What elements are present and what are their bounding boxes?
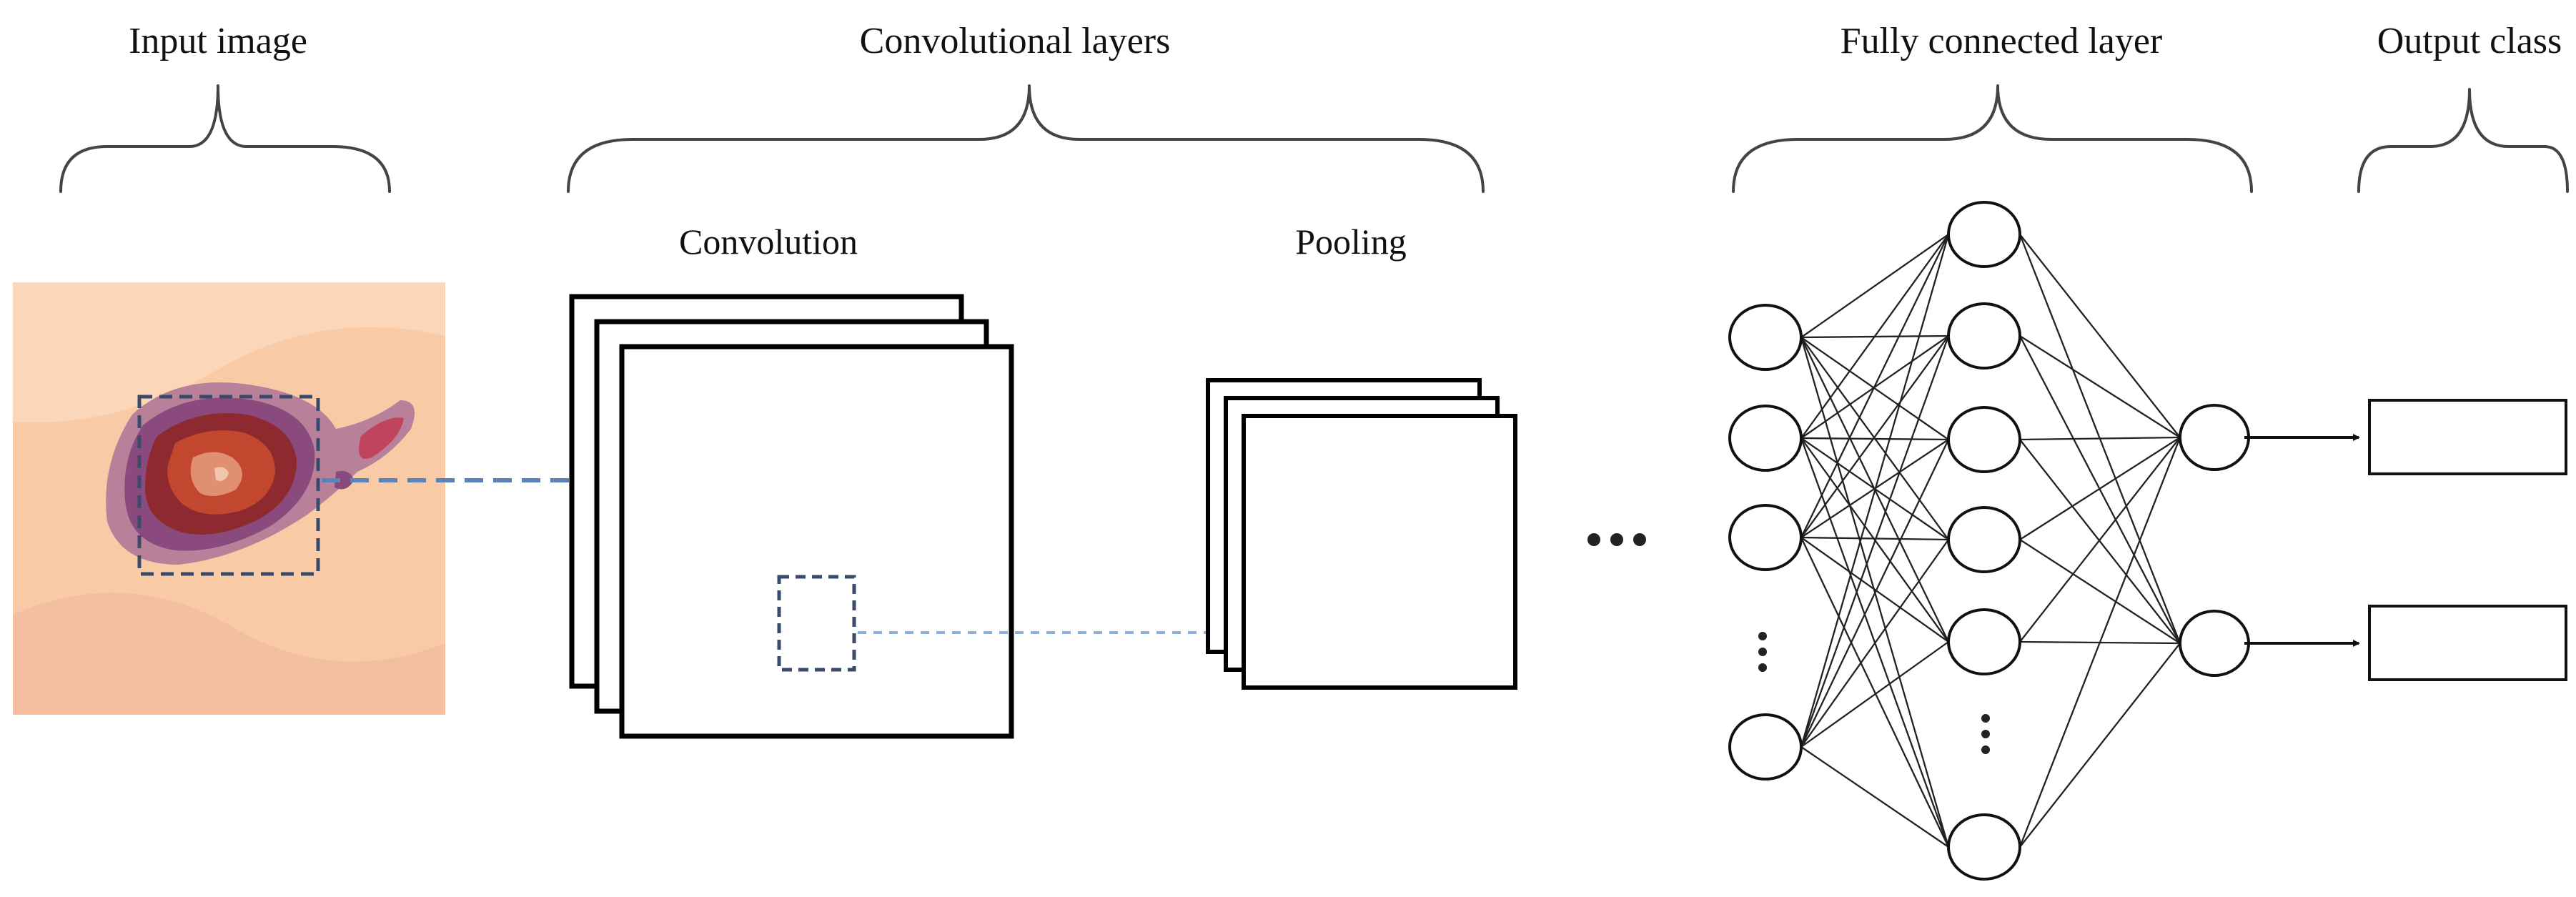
input-neuron bbox=[1728, 504, 1803, 571]
skin-shadow bbox=[13, 593, 445, 715]
network-connection bbox=[1800, 539, 1949, 748]
pooled-map bbox=[1242, 414, 1517, 690]
network-connection bbox=[1800, 536, 1949, 541]
output-class-box bbox=[2368, 605, 2567, 681]
network-connection bbox=[2019, 436, 2181, 441]
input-neuron bbox=[1728, 304, 1803, 371]
network-connection bbox=[1800, 234, 1949, 439]
fully-connected-layer-label: Fully connected layer bbox=[1841, 21, 2163, 61]
network-connection bbox=[1800, 437, 1949, 441]
network-connections bbox=[1800, 234, 2181, 848]
hidden-neuron bbox=[1947, 813, 2021, 881]
feature-map bbox=[619, 344, 1014, 739]
network-connection bbox=[1800, 234, 1950, 538]
pooling-label: Pooling bbox=[1295, 222, 1407, 262]
output-class-2 bbox=[2244, 605, 2567, 681]
network-connection bbox=[2019, 437, 2181, 540]
hidden-neuron bbox=[1947, 302, 2021, 370]
network-nodes bbox=[1728, 201, 2250, 881]
pooling-feature-maps bbox=[1206, 378, 1517, 690]
hidden-neuron bbox=[1947, 201, 2021, 268]
hidden-neuron bbox=[1947, 608, 2021, 675]
lesion bbox=[106, 382, 415, 565]
output-class-box bbox=[2368, 399, 2567, 475]
network-connection bbox=[2018, 437, 2181, 848]
convolution-label: Convolution bbox=[679, 222, 858, 262]
network-connection bbox=[2019, 539, 2181, 644]
network-connection bbox=[1800, 337, 1949, 440]
network-connection bbox=[1800, 234, 1949, 338]
convolutional-layers-label: Convolutional layers bbox=[860, 21, 1171, 61]
network-connection bbox=[1800, 537, 1950, 848]
kernel-window bbox=[777, 575, 856, 672]
input-neuron bbox=[1728, 405, 1803, 472]
input-image-brace bbox=[59, 84, 391, 193]
network-connection bbox=[2019, 643, 2181, 848]
network-connection bbox=[2018, 335, 2181, 644]
network-connection bbox=[1800, 746, 1949, 848]
convolutional-layers-brace bbox=[567, 84, 1485, 193]
skin-highlight bbox=[13, 282, 445, 423]
output-class-1 bbox=[2244, 399, 2567, 475]
network-connection bbox=[2019, 234, 2181, 438]
input-image-label: Input image bbox=[129, 21, 307, 61]
network-connection bbox=[1800, 234, 1950, 748]
vertical-ellipsis-icon bbox=[1758, 632, 1767, 672]
output-class-label: Output class bbox=[2377, 21, 2562, 61]
network-connection bbox=[1800, 537, 1949, 643]
hidden-neuron bbox=[1947, 406, 2021, 473]
input-neuron bbox=[1728, 713, 1803, 780]
network-connection bbox=[2019, 437, 2181, 643]
output-neuron bbox=[2179, 404, 2250, 471]
vertical-ellipsis-icon bbox=[1981, 714, 1990, 754]
network-connection bbox=[2019, 335, 2181, 438]
network-connection bbox=[1800, 641, 1949, 748]
output-class-brace bbox=[2357, 88, 2569, 193]
network-connection bbox=[1800, 335, 1949, 538]
network-connection bbox=[2019, 439, 2181, 644]
convolution-feature-maps bbox=[569, 294, 1014, 739]
network-connection bbox=[1800, 439, 1950, 748]
ellipsis-icon bbox=[1587, 533, 1646, 546]
hidden-neuron bbox=[1947, 506, 2021, 573]
input-image bbox=[13, 282, 445, 715]
output-neuron bbox=[2179, 610, 2250, 677]
network-connection bbox=[1800, 335, 1950, 748]
receptive-field-box bbox=[137, 395, 320, 576]
fully-connected-layer-brace bbox=[1732, 84, 2253, 193]
